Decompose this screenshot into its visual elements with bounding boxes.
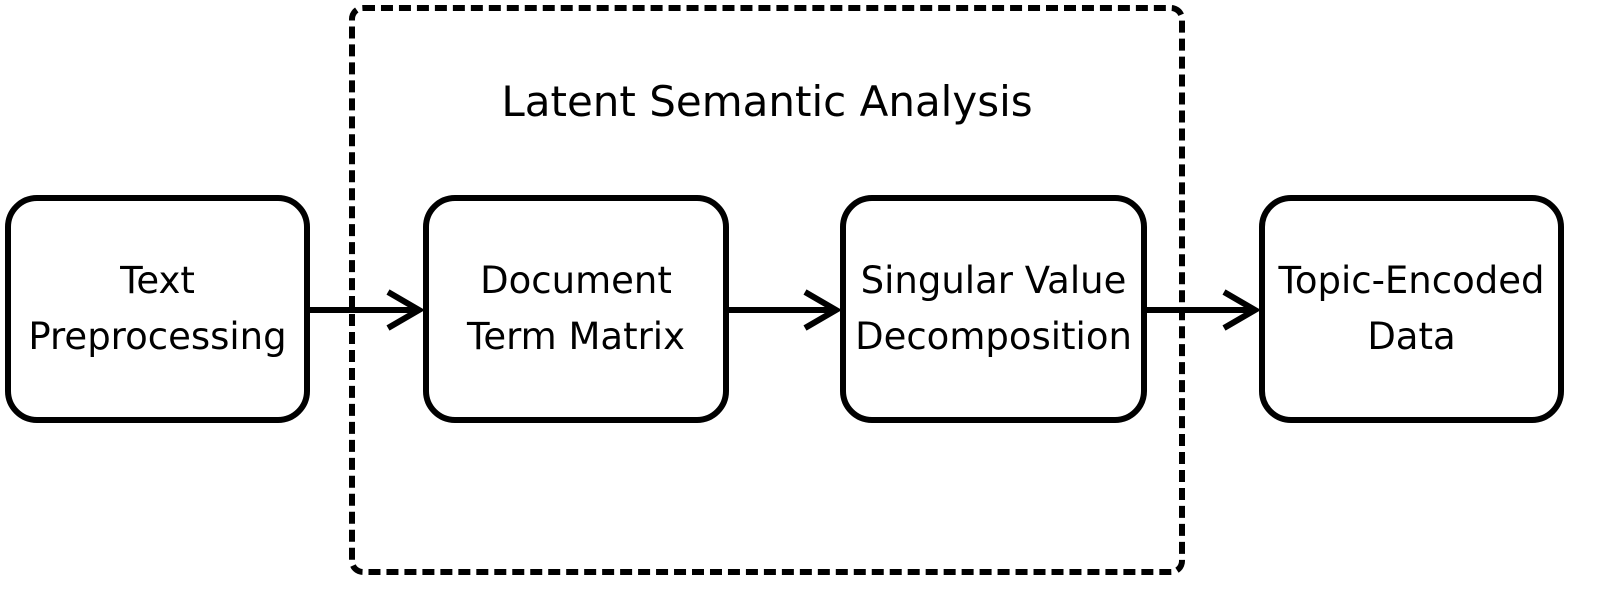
- lsa-group-boundary: [349, 5, 1185, 575]
- node-label: Singular Value Decomposition: [855, 259, 1132, 358]
- node-label: Document Term Matrix: [467, 259, 685, 358]
- node-document-term-matrix: Document Term Matrix: [423, 195, 729, 423]
- arrow-preprocessing-to-dtm: [310, 289, 425, 331]
- node-singular-value-decomposition: Singular Value Decomposition: [840, 195, 1147, 423]
- lsa-group-title: Latent Semantic Analysis: [501, 77, 1033, 126]
- node-label: Text Preprocessing: [28, 259, 287, 358]
- arrow-dtm-to-svd: [729, 289, 842, 331]
- arrow-svd-to-topic-data: [1147, 289, 1261, 331]
- node-label: Topic-Encoded Data: [1278, 259, 1545, 358]
- node-topic-encoded-data: Topic-Encoded Data: [1259, 195, 1564, 423]
- node-text-preprocessing: Text Preprocessing: [5, 195, 310, 423]
